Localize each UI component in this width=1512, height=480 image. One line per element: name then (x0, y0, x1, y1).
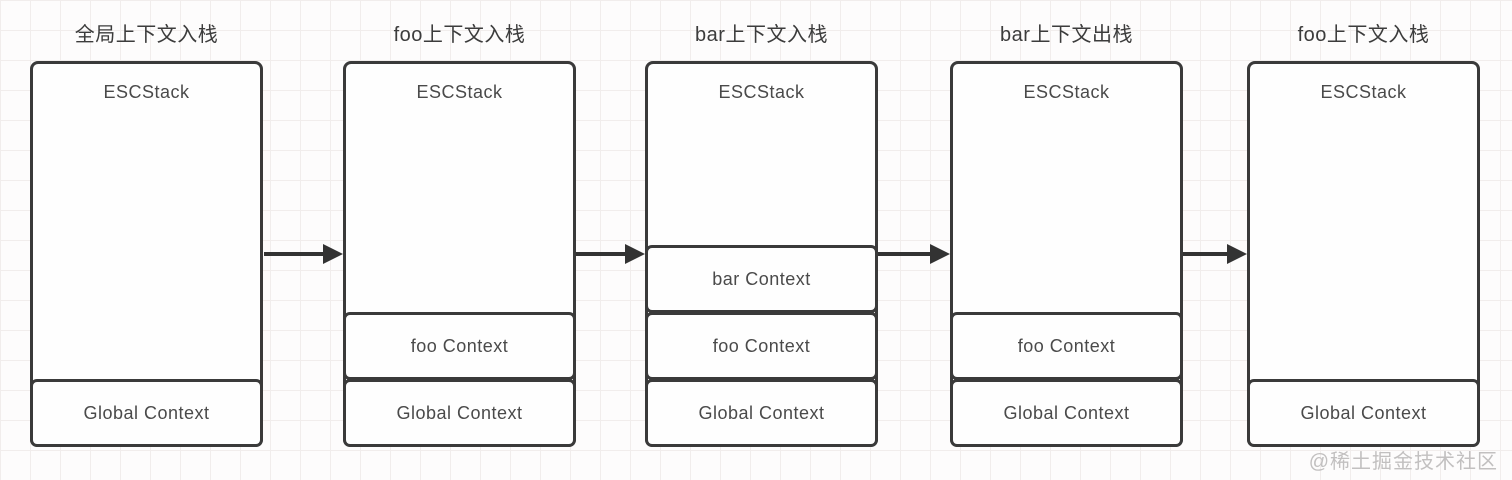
esc-stack-box: ESCStack bar Context foo Context Global … (645, 61, 878, 447)
esc-stack-box: ESCStack foo Context Global Context (343, 61, 576, 447)
panel-title: foo上下文入栈 (393, 24, 526, 46)
arrow-line-2 (576, 252, 625, 256)
context-frame-global: Global Context (645, 379, 878, 447)
panel-title: bar上下文入栈 (695, 24, 828, 46)
context-frame-bar: bar Context (645, 245, 878, 313)
stack-label: ESCStack (103, 82, 190, 102)
panel-bar-push: bar上下文入栈 ESCStack bar Context foo Contex… (645, 21, 878, 447)
panel-foo-push: foo上下文入栈 ESCStack foo Context Global Con… (343, 21, 576, 447)
panel-title: bar上下文出栈 (1000, 24, 1133, 46)
stack-label: ESCStack (718, 82, 805, 102)
esc-stack-box: ESCStack Global Context (30, 61, 263, 447)
arrow-head-icon (1227, 244, 1247, 264)
context-frame-foo: foo Context (645, 312, 878, 380)
context-frame-foo: foo Context (950, 312, 1183, 380)
context-frame-global: Global Context (1247, 379, 1480, 447)
esc-stack-box: ESCStack Global Context (1247, 61, 1480, 447)
panel-global-push: 全局上下文入栈 ESCStack Global Context (30, 21, 263, 447)
panel-foo-final: foo上下文入栈 ESCStack Global Context (1247, 21, 1480, 447)
panel-title: 全局上下文入栈 (74, 24, 219, 46)
context-frame-global: Global Context (950, 379, 1183, 447)
arrow-head-icon (930, 244, 950, 264)
arrow-line-1 (264, 252, 323, 256)
arrow-head-icon (625, 244, 645, 264)
stack-label: ESCStack (416, 82, 503, 102)
panel-title: foo上下文入栈 (1297, 24, 1430, 46)
watermark-text: @稀土掘金技术社区 (1308, 451, 1498, 473)
stack-label: ESCStack (1320, 82, 1407, 102)
stack-label: ESCStack (1023, 82, 1110, 102)
context-frame-foo: foo Context (343, 312, 576, 380)
arrow-line-4 (1183, 252, 1227, 256)
context-frame-global: Global Context (30, 379, 263, 447)
arrow-line-3 (878, 252, 930, 256)
panel-bar-pop: bar上下文出栈 ESCStack foo Context Global Con… (950, 21, 1183, 447)
esc-stack-box: ESCStack foo Context Global Context (950, 61, 1183, 447)
arrow-head-icon (323, 244, 343, 264)
context-frame-global: Global Context (343, 379, 576, 447)
